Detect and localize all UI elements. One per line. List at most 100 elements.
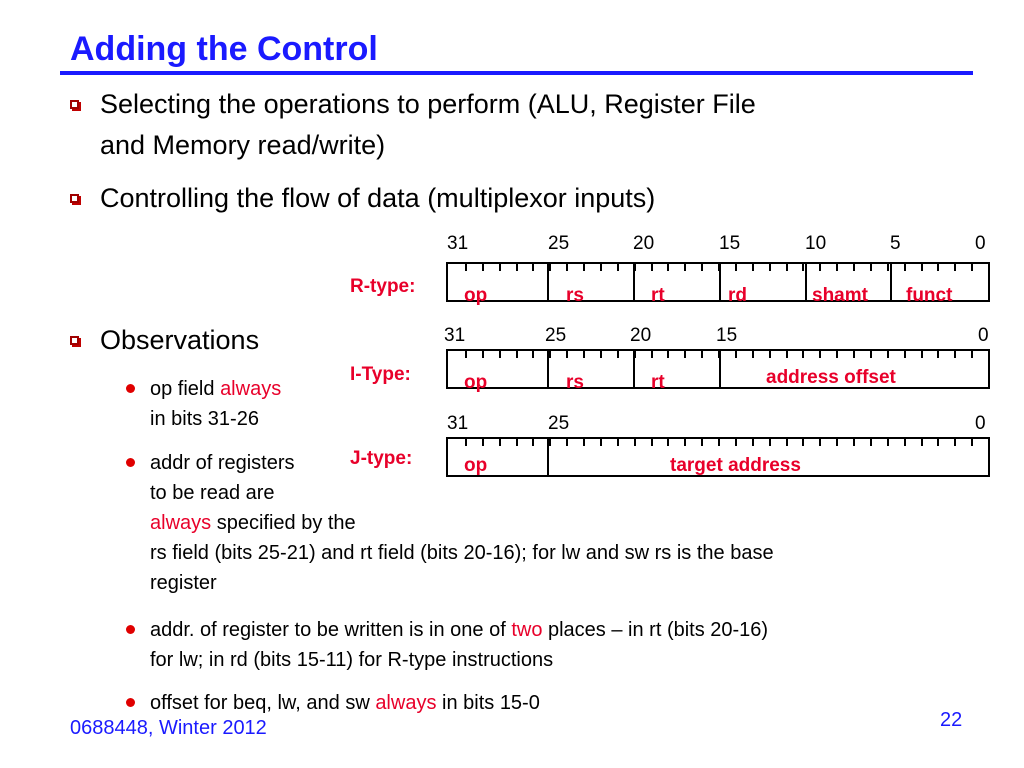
obs-3-line-1: addr. of register to be written is in on… [150,614,768,646]
bit-tick [937,264,939,271]
slide-title: Adding the Control [70,30,378,68]
bit-tick [786,439,788,446]
obs-3-text-b: places – in rt (bits 20-16) [542,619,769,641]
bit-tick [786,351,788,358]
bit-tick [870,264,872,271]
bit-tick [583,439,585,446]
bit-tick [819,264,821,271]
square-bullet-icon [70,194,81,205]
bit-tick [684,264,686,271]
footer-course: 0688448, Winter 2012 [70,717,267,739]
bit-tick [971,264,973,271]
bit-tick [465,351,467,358]
bit-tick [819,439,821,446]
bullet-1-line-1: Selecting the operations to perform (ALU… [100,89,756,119]
square-bullet-icon [70,336,81,347]
bit-tick [549,351,551,358]
bit-tick [516,264,518,271]
obs-1-emphasis: always [220,378,282,400]
bit-tick [718,264,720,271]
bit-number: 20 [633,233,655,254]
bit-tick [769,264,771,271]
bit-tick [836,264,838,271]
bit-tick [549,439,551,446]
bit-tick [667,351,669,358]
bit-tick [735,351,737,358]
field-target-address: target address [670,455,801,476]
bit-tick [752,264,754,271]
bit-tick [583,351,585,358]
bit-tick [600,264,602,271]
field-rs: rs [566,372,584,393]
bit-tick [701,351,703,358]
bullet-1-line-2: and Memory read/write) [100,130,386,160]
field-rt: rt [651,372,665,393]
bit-tick [634,264,636,271]
bit-tick [667,264,669,271]
round-bullet-icon [126,698,135,707]
field-rs: rs [566,285,584,306]
field-divider [719,264,721,300]
j-type-label: J-type: [350,448,413,469]
bit-tick [600,439,602,446]
bit-tick [499,351,501,358]
bit-number: 15 [719,233,741,254]
round-bullet-icon [126,458,135,467]
observations-heading: Observations [100,325,260,355]
field-rt: rt [651,285,665,306]
bit-tick [887,264,889,271]
obs-4-text-b: in bits 15-0 [436,692,540,714]
bit-tick [921,439,923,446]
field-op: op [464,285,488,306]
round-bullet-icon [126,625,135,634]
bit-tick [802,351,804,358]
bit-number: 10 [805,233,827,254]
bit-tick [887,351,889,358]
bit-tick [954,439,956,446]
bit-tick [853,351,855,358]
bit-tick [786,264,788,271]
bit-number: 0 [975,233,986,254]
bit-tick [617,351,619,358]
bit-number: 5 [890,233,901,254]
bit-tick [465,439,467,446]
field-divider [805,264,807,300]
bit-tick [802,439,804,446]
bit-tick [718,351,720,358]
obs-4-emphasis: always [375,692,437,714]
bit-tick [566,351,568,358]
bit-tick [735,439,737,446]
bullet-2: Controlling the flow of data (multiplexo… [100,183,656,213]
bit-tick [499,439,501,446]
bit-number: 25 [545,325,567,346]
obs-4-line: offset for beq, lw, and sw always in bit… [150,687,540,719]
round-bullet-icon [126,384,135,393]
obs-1-line-1: op field always [150,373,281,405]
bit-number: 0 [975,413,986,434]
bit-number: 0 [978,325,989,346]
bit-number: 31 [444,325,466,346]
bit-tick [651,439,653,446]
field-divider [719,351,721,387]
obs-2-emphasis: always [150,512,212,534]
bit-tick [634,351,636,358]
bit-tick [853,264,855,271]
bit-number: 20 [630,325,652,346]
bit-tick [752,439,754,446]
bit-tick [634,439,636,446]
bit-tick [532,351,534,358]
bit-tick [937,351,939,358]
bit-tick [482,264,484,271]
bit-tick [516,439,518,446]
i-type-format-box: op rs rt address offset [446,349,990,393]
bit-tick [566,264,568,271]
bit-tick [819,351,821,358]
bit-number: 25 [548,233,570,254]
bit-tick [904,351,906,358]
field-funct: funct [906,285,953,306]
bit-tick [971,351,973,358]
bit-tick [482,439,484,446]
bit-tick [904,439,906,446]
field-address-offset: address offset [766,367,896,388]
title-underline [60,71,973,75]
